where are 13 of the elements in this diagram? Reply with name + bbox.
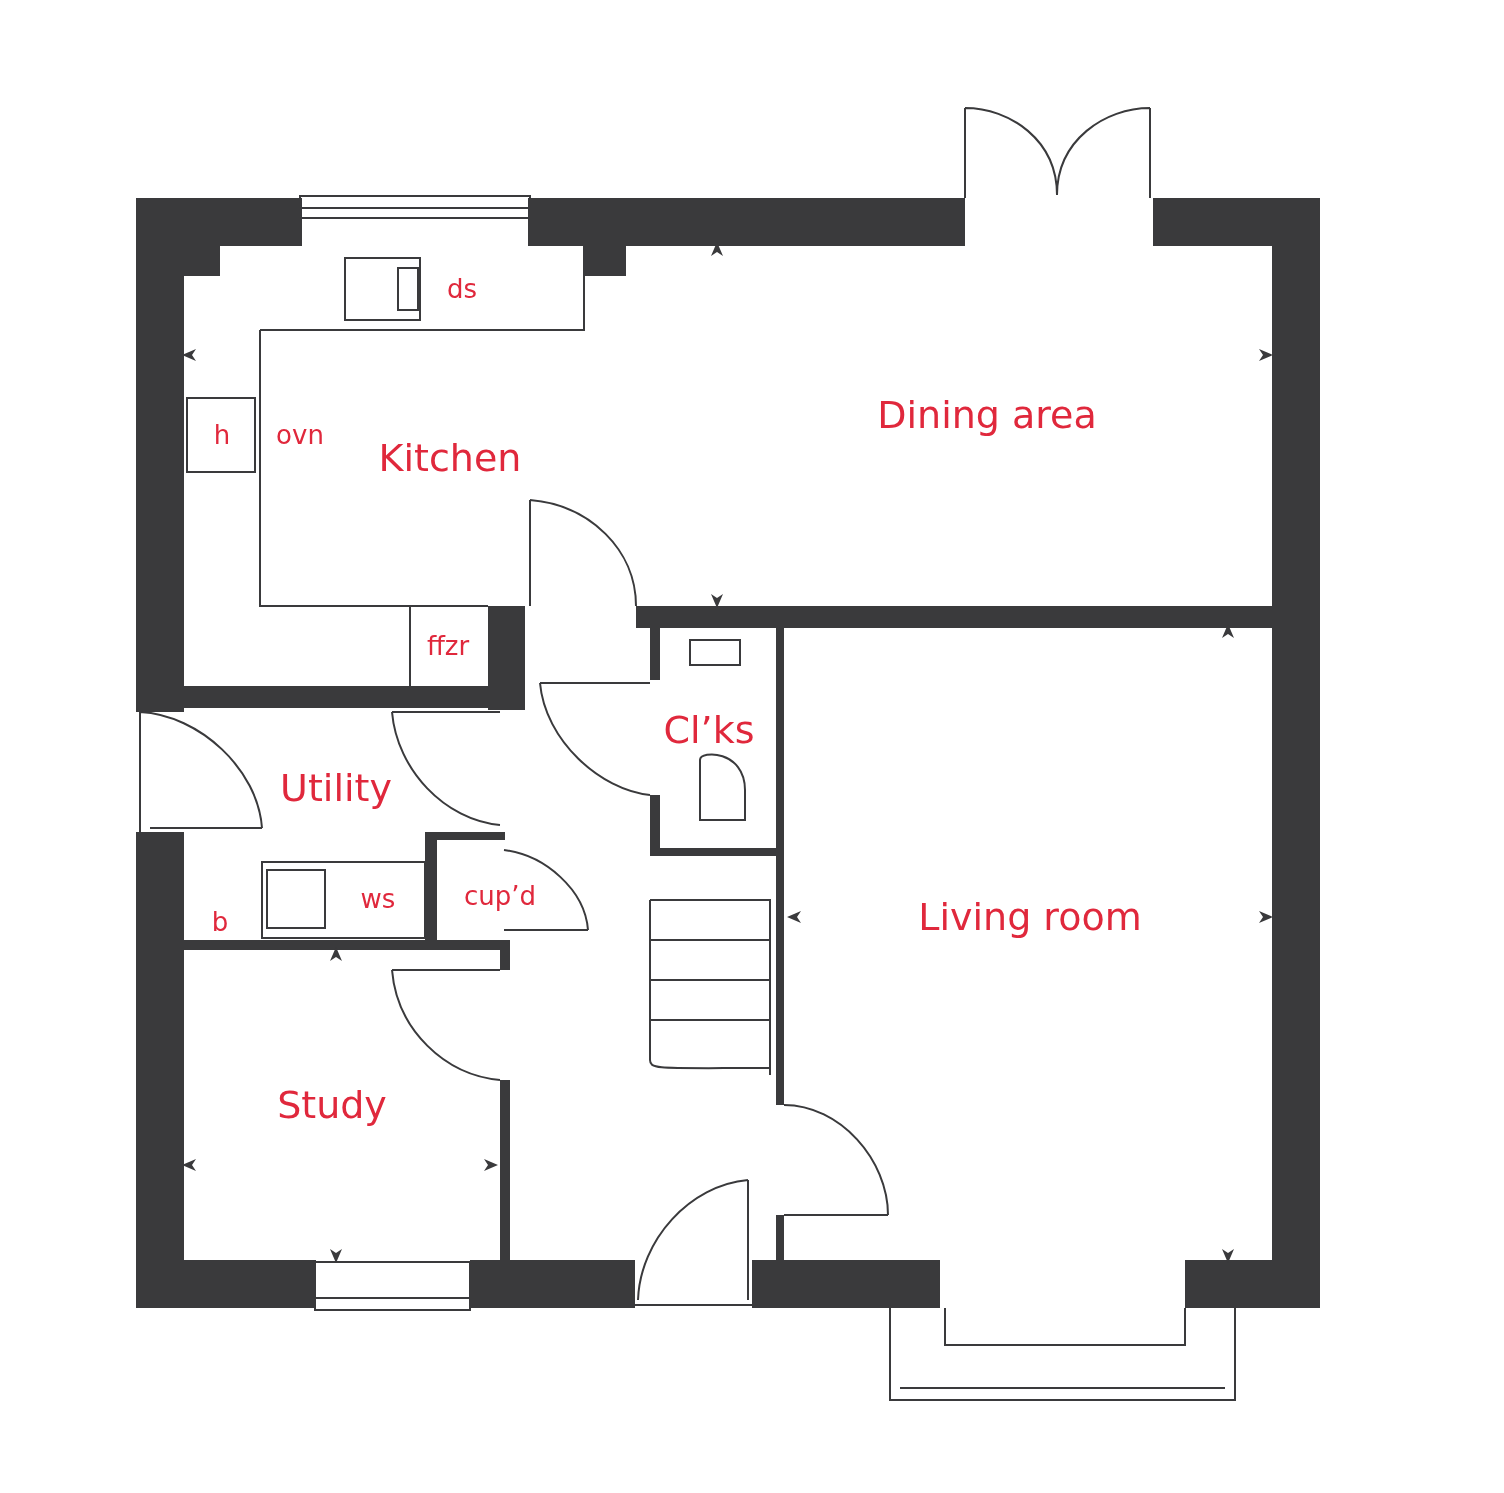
appliance-label: h — [213, 422, 231, 448]
room-label: Kitchen — [378, 439, 522, 477]
room-label: Cl’ks — [663, 711, 755, 749]
appliance-label: b — [211, 909, 229, 935]
appliance-label: ws — [360, 886, 396, 912]
cabinet-label: ds — [446, 276, 478, 302]
room-label: cup’d — [464, 883, 536, 909]
room-label: Living room — [918, 898, 1142, 936]
appliance-label: ovn — [276, 422, 324, 448]
room-label: Study — [277, 1086, 387, 1124]
appliance-label: ffzr — [426, 633, 470, 659]
room-label: Dining area — [877, 396, 1097, 434]
room-label: Utility — [280, 769, 392, 807]
